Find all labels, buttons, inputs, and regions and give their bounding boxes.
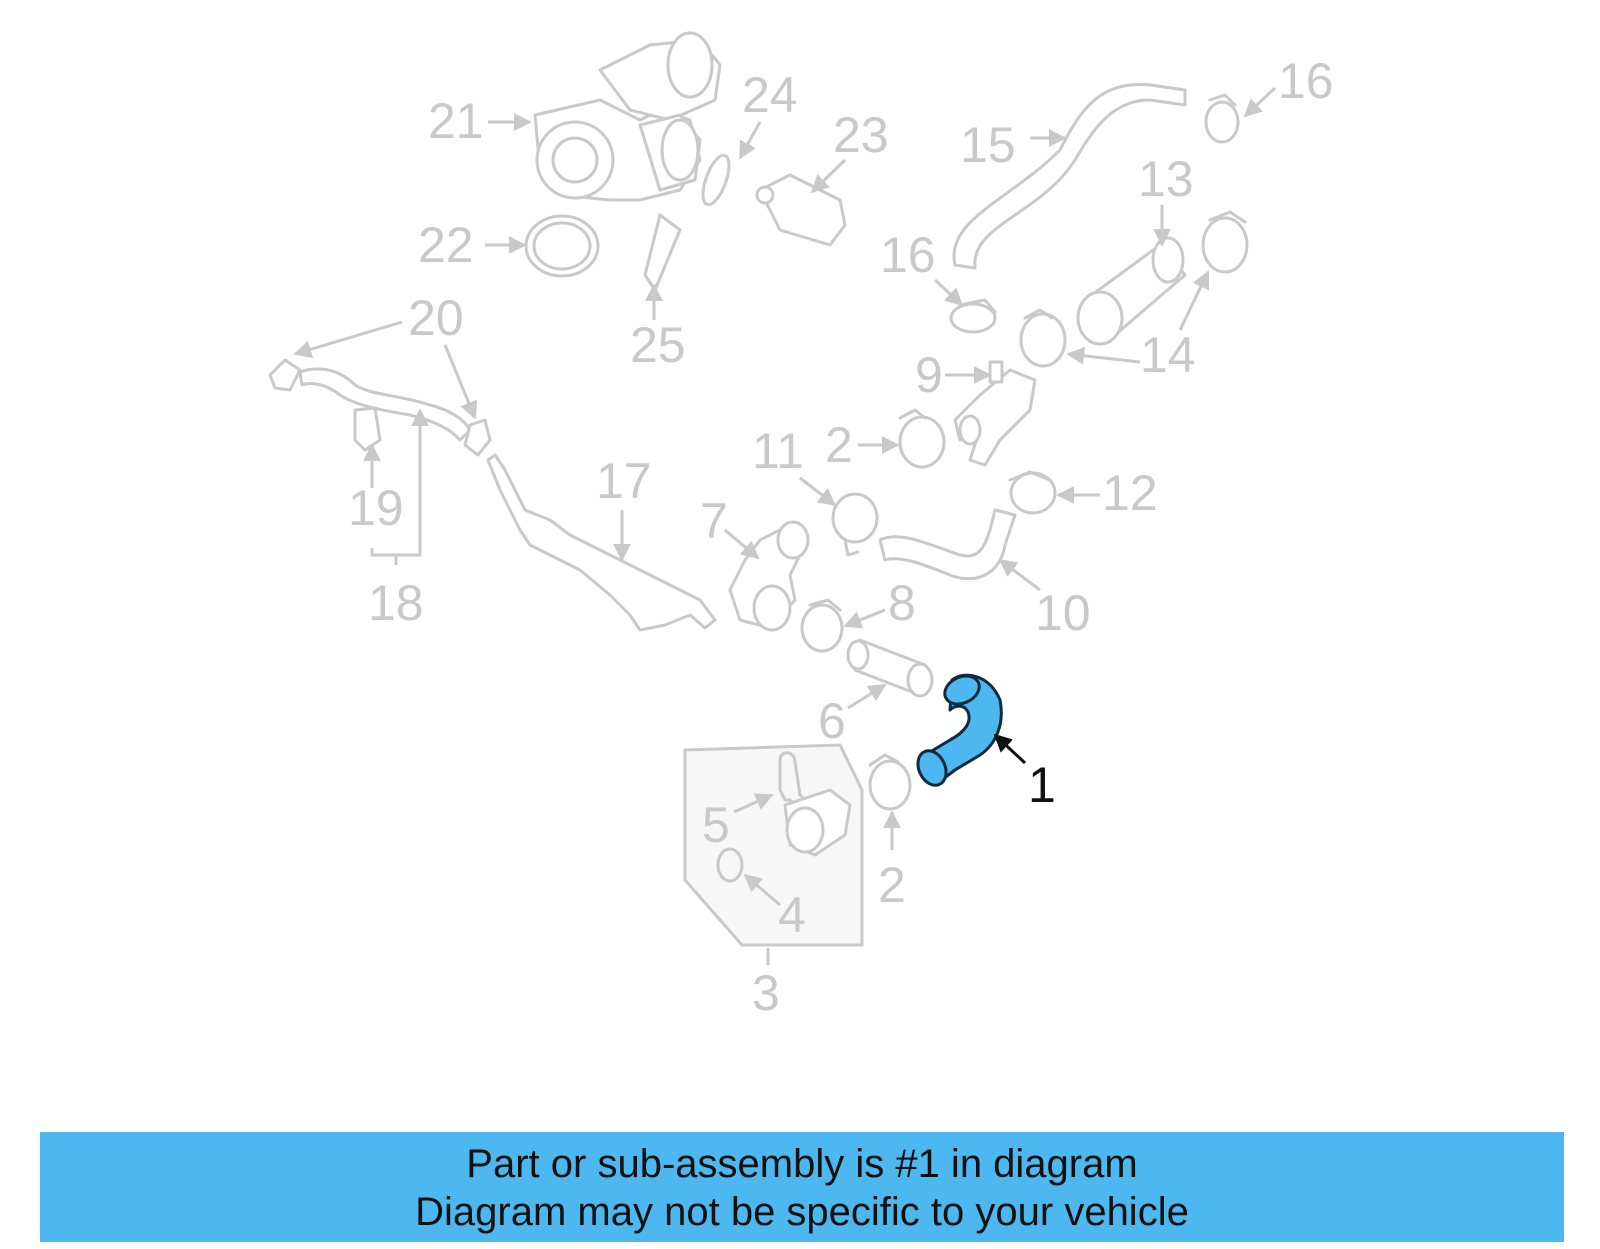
part-1-highlighted-hose [916, 673, 1003, 787]
part-14-clamp-left [1019, 308, 1067, 368]
svg-text:16: 16 [880, 227, 936, 283]
part-9-connector [953, 360, 1037, 467]
svg-text:4: 4 [778, 887, 806, 943]
part-8-clamp [800, 598, 844, 653]
svg-text:13: 13 [1138, 151, 1194, 207]
part-20-pipe [268, 358, 492, 457]
part-25-seal [643, 213, 682, 292]
callout-9: 9 [915, 347, 992, 403]
part-22-gasket [524, 214, 600, 278]
svg-text:14: 14 [1140, 327, 1196, 383]
part-10-hose [878, 508, 1017, 581]
svg-text:19: 19 [348, 480, 404, 536]
callout-16-mid: 16 [880, 227, 964, 307]
callout-22: 22 [418, 217, 527, 273]
svg-text:3: 3 [752, 965, 780, 1021]
part-17-rail [486, 453, 717, 632]
callout-4: 4 [743, 873, 806, 943]
svg-text:24: 24 [742, 67, 798, 123]
part-15-upper-hose [952, 82, 1187, 270]
part-24-o-ring [701, 153, 731, 207]
part-3-assembly-box [683, 743, 864, 947]
part-6-pipe [846, 638, 934, 698]
svg-text:16: 16 [1278, 53, 1334, 109]
svg-text:2: 2 [878, 857, 906, 913]
part-12-clamp [1008, 470, 1057, 515]
svg-text:23: 23 [833, 107, 889, 163]
svg-text:21: 21 [428, 93, 484, 149]
part-16-clamp-top [1204, 93, 1240, 144]
callout-13: 13 [1138, 151, 1194, 247]
callout-15: 15 [960, 117, 1067, 173]
callout-10: 10 [998, 558, 1091, 641]
callout-6: 6 [818, 683, 887, 749]
part-23-sensor [755, 173, 847, 247]
callout-17: 17 [596, 453, 652, 562]
callout-23: 23 [810, 107, 889, 194]
part-14-clamp-right [1201, 210, 1249, 274]
svg-text:8: 8 [888, 575, 916, 631]
svg-text:15: 15 [960, 117, 1016, 173]
part-2-clamp-upper [898, 408, 946, 469]
svg-text:5: 5 [702, 797, 730, 853]
callout-16-top: 16 [1243, 53, 1334, 118]
callout-12: 12 [1056, 465, 1158, 521]
callout-19: 19 [348, 443, 404, 536]
callout-21: 21 [428, 93, 532, 149]
svg-text:6: 6 [818, 693, 846, 749]
info-banner: Part or sub-assembly is #1 in diagram Di… [40, 1132, 1564, 1242]
svg-text:10: 10 [1035, 585, 1091, 641]
svg-text:25: 25 [630, 317, 686, 373]
svg-text:17: 17 [596, 453, 652, 509]
callout-8: 8 [843, 575, 916, 631]
part-2-clamp-lower [868, 753, 912, 811]
callout-3: 3 [752, 948, 780, 1021]
banner-line-1: Part or sub-assembly is #1 in diagram [466, 1142, 1138, 1186]
callout-25: 25 [630, 283, 686, 373]
svg-text:22: 22 [418, 217, 474, 273]
part-16-clamp-mid [949, 298, 997, 334]
svg-text:9: 9 [915, 347, 943, 403]
callout-2-lower: 2 [878, 810, 906, 913]
callout-1: 1 [993, 733, 1056, 813]
callout-20: 20 [293, 290, 478, 420]
callout-24: 24 [738, 67, 798, 160]
part-21-thermostat-housing [533, 31, 722, 202]
part-7-hose [728, 520, 810, 632]
svg-text:7: 7 [700, 493, 728, 549]
callout-2-upper: 2 [825, 417, 900, 473]
callout-11: 11 [752, 423, 837, 507]
callout-18: 18 [368, 408, 429, 631]
banner-line-2: Diagram may not be specific to your vehi… [415, 1190, 1189, 1234]
callout-7: 7 [700, 493, 760, 560]
svg-text:11: 11 [752, 423, 804, 479]
svg-text:12: 12 [1102, 465, 1158, 521]
callout-14: 14 [1066, 270, 1210, 383]
svg-text:2: 2 [825, 417, 853, 473]
svg-text:1: 1 [1028, 757, 1056, 813]
svg-text:20: 20 [408, 290, 464, 346]
svg-text:18: 18 [368, 575, 424, 631]
callout-5: 5 [702, 793, 774, 853]
part-11-clamp [831, 492, 879, 557]
part-19-bracket [353, 406, 382, 452]
part-13-hose [1076, 236, 1187, 346]
